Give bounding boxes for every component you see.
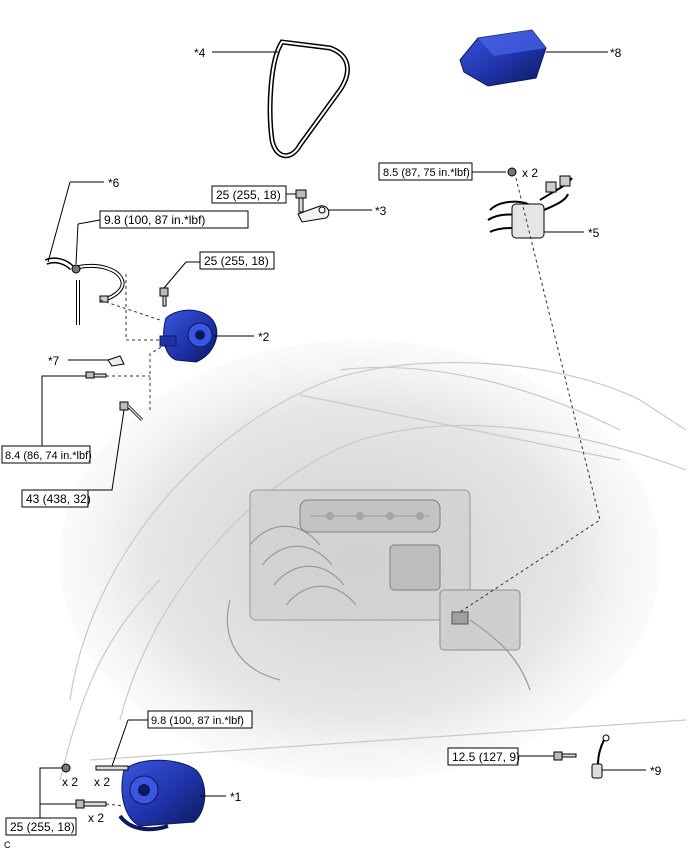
clip: [107, 355, 125, 367]
bolt-clip: [85, 371, 107, 379]
callout-3: *3: [375, 204, 387, 218]
bolt-compressor: [75, 799, 107, 809]
quantity-nuts: x 2: [62, 775, 78, 789]
torque-box-9-8-bottom: 9.8 (100, 87 in.*lbf): [147, 710, 253, 729]
callout-9: *9: [650, 764, 662, 778]
callout-1: *1: [230, 790, 242, 804]
torque-25-bottom: 25 (255, 18): [10, 820, 75, 834]
stud-bolt: [95, 765, 129, 771]
bolt-sensor: [553, 751, 577, 761]
blue-cover: [459, 29, 547, 87]
torque-box-25-top: 25 (255, 18): [211, 185, 287, 204]
torque-12-5: 12.5 (127, 9): [452, 750, 520, 764]
torque-box-12-5: 12.5 (127, 9): [447, 747, 520, 766]
callout-6: *6: [108, 176, 120, 190]
quantity-relay-nuts: x 2: [522, 166, 538, 180]
quantity-bolts: x 2: [88, 811, 104, 825]
callout-2: *2: [258, 330, 270, 344]
torque-box-43: 43 (438, 32): [21, 489, 91, 508]
wire-connector: [487, 175, 573, 239]
quantity-studs: x 2: [94, 775, 110, 789]
torque-box-8-5: 8.5 (87, 75 in.*lbf): [378, 162, 473, 181]
torque-8-4: 8.4 (86, 74 in.*lbf): [5, 450, 92, 462]
blue-compressor: [118, 759, 206, 832]
sensor: [591, 734, 610, 779]
callout-5: *5: [588, 226, 600, 240]
torque-box-8-4: 8.4 (86, 74 in.*lbf): [1, 445, 92, 464]
callout-8: *8: [610, 46, 622, 60]
torque-box-25-mid: 25 (255, 18): [199, 251, 275, 270]
torque-box-25-bottom: 25 (255, 18): [5, 817, 77, 836]
drive-belt: [267, 39, 350, 159]
torque-25-top: 25 (255, 18): [216, 188, 281, 202]
torque-9-8-top: 9.8 (100, 87 in.*lbf): [104, 213, 205, 227]
nut-compressor: [61, 763, 71, 773]
torque-25-mid: 25 (255, 18): [204, 254, 269, 268]
callout-4: *4: [194, 46, 206, 60]
corner-mark: C: [4, 840, 11, 850]
torque-9-8-bottom: 9.8 (100, 87 in.*lbf): [151, 715, 244, 727]
nut-relay: [507, 167, 517, 177]
hose-assembly: [44, 257, 125, 325]
torque-box-9-8-top: 9.8 (100, 87 in.*lbf): [99, 210, 249, 229]
blue-pump: [159, 309, 218, 363]
bracket: [297, 205, 330, 223]
engine-background: [59, 340, 687, 781]
callout-7: *7: [48, 354, 60, 368]
bolt-top: [295, 189, 307, 213]
torque-8-5: 8.5 (87, 75 in.*lbf): [383, 167, 470, 179]
bolt-pump: [159, 287, 169, 307]
torque-43: 43 (438, 32): [26, 492, 91, 506]
